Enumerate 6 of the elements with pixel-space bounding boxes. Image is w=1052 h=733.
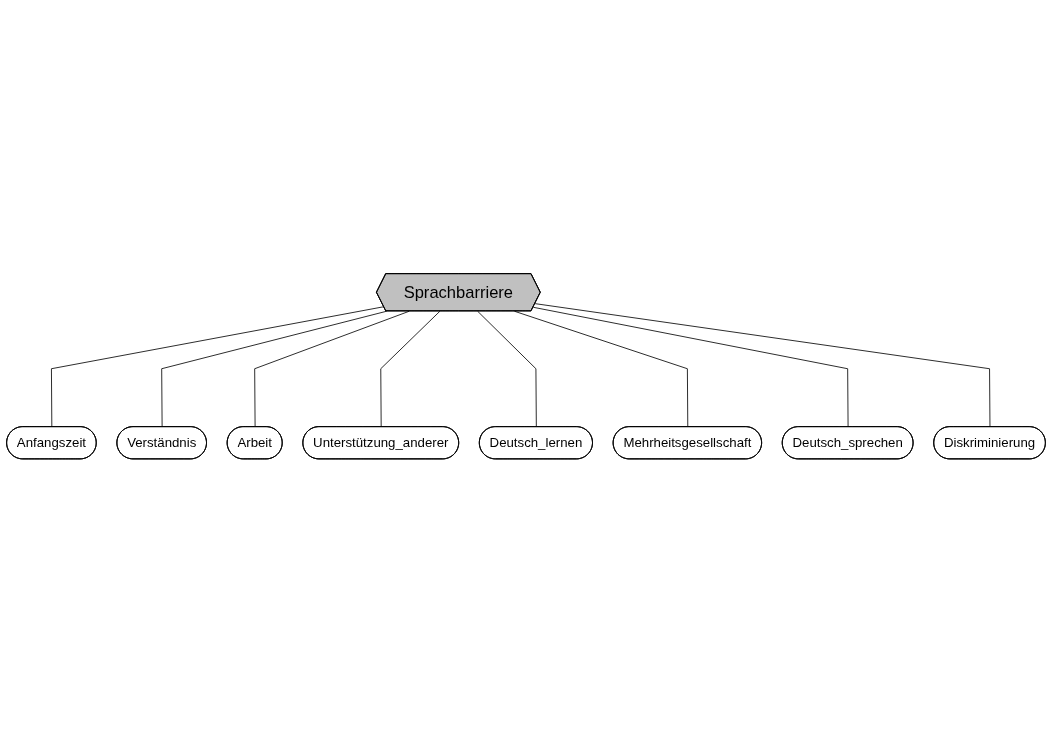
connector	[161, 311, 387, 428]
connector	[51, 306, 385, 428]
connector	[532, 307, 849, 428]
connector	[380, 311, 441, 428]
connector	[477, 311, 537, 428]
connector	[534, 303, 991, 428]
